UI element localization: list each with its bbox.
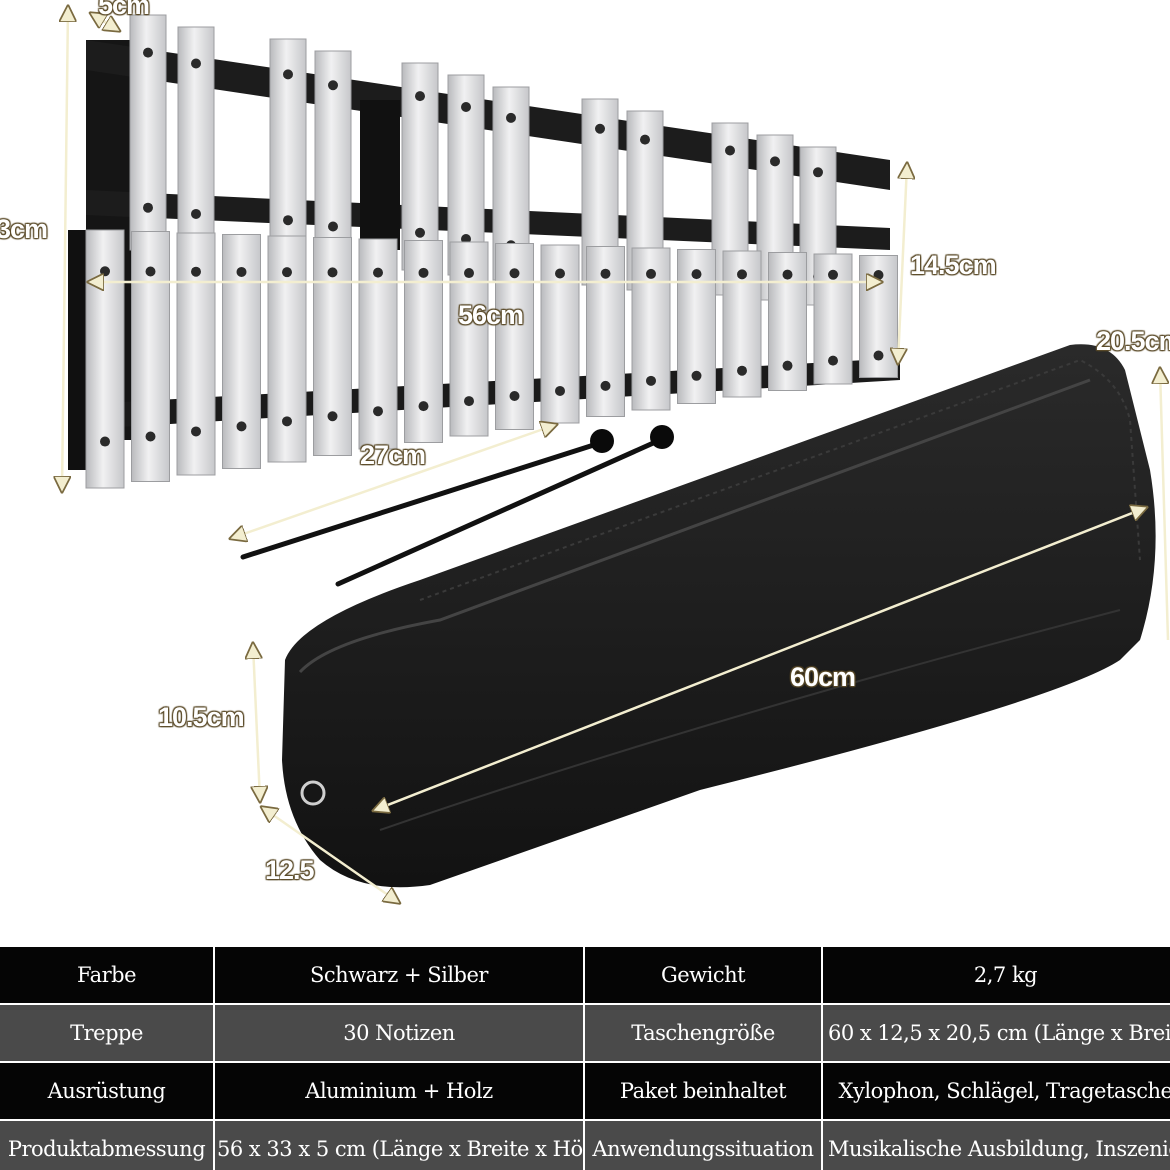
table-value-cell: Musikalische Ausbildung, Inszenierung xyxy=(823,1121,1170,1170)
screw-icon xyxy=(506,112,516,123)
table-value-cell: 56 x 33 x 5 cm (Länge x Breite x Höhe) xyxy=(215,1121,583,1170)
table-row: Treppe 30 Notizen Taschengröße 60 x 12,5… xyxy=(0,1005,1170,1063)
screw-icon xyxy=(191,208,201,219)
dim-bag-height-label: 20.5cm xyxy=(1096,326,1170,356)
table-value-cell: Aluminium + Holz xyxy=(215,1063,583,1121)
screw-icon xyxy=(782,360,793,371)
screw-icon xyxy=(461,102,471,112)
table-label-cell: Farbe xyxy=(0,947,213,1005)
screw-icon xyxy=(691,269,702,280)
upper-bars xyxy=(129,14,837,306)
table-value-cell: Schwarz + Silber xyxy=(215,947,583,1005)
dim-mallet-length-label: 27cm xyxy=(360,440,426,470)
screw-icon xyxy=(143,202,153,213)
table-label-cell: Produktabmessung xyxy=(0,1121,213,1170)
table-value-cell: 30 Notizen xyxy=(215,1005,583,1063)
dim-bag-width-label: 12.5 xyxy=(265,855,315,885)
table-value-cell: Xylophon, Schlägel, Tragetasche xyxy=(823,1063,1170,1121)
dimension-arrows xyxy=(62,8,1170,902)
screw-icon xyxy=(191,58,201,69)
screw-icon xyxy=(828,269,838,280)
screw-icon xyxy=(328,80,338,91)
table-label-cell: Gewicht xyxy=(585,947,821,1005)
screw-icon xyxy=(191,426,201,437)
spec-table: Farbe Schwarz + Silber Gewicht 2,7 kg Tr… xyxy=(0,947,1170,1170)
screw-icon xyxy=(373,267,383,278)
screw-icon xyxy=(595,123,605,134)
screw-icon xyxy=(100,266,110,277)
screw-icon xyxy=(464,396,474,407)
screw-icon xyxy=(418,267,429,278)
screw-icon xyxy=(145,431,156,442)
screw-icon xyxy=(282,416,292,427)
screw-icon xyxy=(873,270,884,281)
dim-length-label: 56cm xyxy=(458,300,524,330)
screw-icon xyxy=(828,355,838,366)
screw-icon xyxy=(464,268,474,279)
dim-bar-height-label: 14.5cm xyxy=(910,250,997,280)
screw-icon xyxy=(555,268,565,279)
dim-width-label: 33cm xyxy=(0,214,48,244)
screw-icon xyxy=(600,268,611,279)
screw-icon xyxy=(328,221,338,232)
product-illustration xyxy=(0,0,1170,945)
table-value-cell: 60 x 12,5 x 20,5 cm (Länge x Breite x Hö… xyxy=(823,1005,1170,1063)
screw-icon xyxy=(600,380,611,391)
dim-thickness-label: 5cm xyxy=(98,0,150,20)
screw-icon xyxy=(509,268,520,279)
screw-icon xyxy=(725,145,735,156)
screw-icon xyxy=(373,406,383,417)
screw-icon xyxy=(283,215,293,226)
screw-icon xyxy=(646,268,656,279)
screw-icon xyxy=(509,391,520,402)
screw-icon xyxy=(145,266,156,277)
screw-icon xyxy=(737,269,747,280)
screw-icon xyxy=(236,266,247,277)
table-value-cell: 2,7 kg xyxy=(823,947,1170,1005)
table-label-cell: Taschengröße xyxy=(585,1005,821,1063)
screw-icon xyxy=(873,350,884,361)
screw-icon xyxy=(555,385,565,396)
screw-icon xyxy=(143,47,153,58)
table-label-cell: Treppe xyxy=(0,1005,213,1063)
screw-icon xyxy=(782,269,793,280)
screw-icon xyxy=(327,411,338,422)
dim-bag-depth-label: 10.5cm xyxy=(158,702,245,732)
screw-icon xyxy=(640,134,650,145)
screw-icon xyxy=(691,370,702,381)
table-label-cell: Anwendungssituation xyxy=(585,1121,821,1170)
table-row: Farbe Schwarz + Silber Gewicht 2,7 kg xyxy=(0,947,1170,1005)
screw-icon xyxy=(100,436,110,447)
table-label-cell: Paket beinhaltet xyxy=(585,1063,821,1121)
screw-icon xyxy=(236,421,247,432)
screw-icon xyxy=(282,267,292,278)
dim-bag-length-label: 60cm xyxy=(790,662,856,692)
screw-icon xyxy=(418,401,429,412)
screw-icon xyxy=(415,91,425,102)
screw-icon xyxy=(327,267,338,278)
table-label-cell: Ausrüstung xyxy=(0,1063,213,1121)
lower-bars xyxy=(85,229,898,489)
screw-icon xyxy=(191,266,201,277)
screw-icon xyxy=(737,365,747,376)
screw-icon xyxy=(813,167,823,178)
screw-icon xyxy=(770,156,780,167)
screw-icon xyxy=(646,375,656,386)
screw-icon xyxy=(415,227,425,238)
table-row: Produktabmessung 56 x 33 x 5 cm (Länge x… xyxy=(0,1121,1170,1170)
screw-icon xyxy=(283,69,293,80)
table-row: Ausrüstung Aluminium + Holz Paket beinha… xyxy=(0,1063,1170,1121)
